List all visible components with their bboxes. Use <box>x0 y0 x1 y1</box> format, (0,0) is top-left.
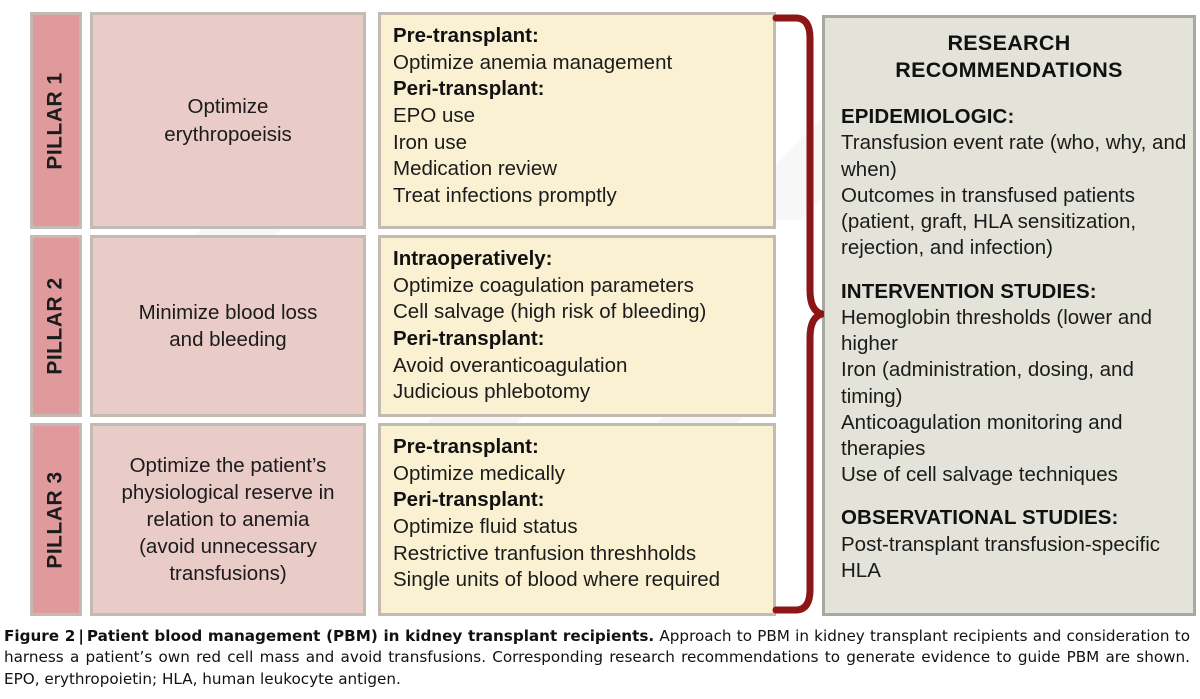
curly-brace-icon <box>772 14 824 614</box>
details-2-item-4: Avoid overanticoagulation <box>393 353 628 377</box>
pillar-tab-1-label: PILLAR 1 <box>44 71 67 170</box>
research-recommendations-panel[interactable]: RESEARCH RECOMMENDATIONS EPIDEMIOLOGIC: … <box>822 15 1196 616</box>
details-3-item-1: Optimize medically <box>393 461 566 485</box>
details-3-item-5: Single units of blood where required <box>393 568 721 592</box>
details-1-item-5: Medication review <box>393 157 558 181</box>
pillar-summary-1-text: Optimize erythropoeisis <box>164 95 292 146</box>
research-section-observational: OBSERVATIONAL STUDIES: Post-transplant t… <box>841 505 1189 584</box>
caption-label: Figure 2 | <box>4 627 87 645</box>
details-1-item-3: EPO use <box>393 103 476 127</box>
research-section-2-item-0: Post-transplant transfusion-specific HLA <box>841 532 1161 582</box>
details-1-header-0: Pre-transplant: <box>393 24 539 47</box>
research-section-1-heading: INTERVENTION STUDIES: <box>841 279 1097 303</box>
details-1-header-2: Peri-transplant: <box>393 77 545 101</box>
pillar-summary-box-2[interactable]: Minimize blood loss and bleeding <box>90 235 366 417</box>
research-section-1-item-0: Hemoglobin thresholds (lower and higher <box>841 305 1153 356</box>
details-1-item-6: Treat infections promptly <box>393 183 617 207</box>
details-2-header-0: Intraoperatively: <box>393 247 553 270</box>
details-2-item-2: Cell salvage (high risk of bleeding) <box>393 300 707 324</box>
details-2-item-5: Judicious phlebotomy <box>393 380 591 404</box>
pillar-details-box-2[interactable]: Intraoperatively: Optimize coagulation p… <box>378 235 776 417</box>
pillar-summary-box-1[interactable]: Optimize erythropoeisis <box>90 12 366 229</box>
pillar-summary-2-text: Minimize blood loss and bleeding <box>138 300 318 351</box>
pillar-tab-3[interactable]: PILLAR 3 <box>30 423 82 616</box>
research-section-intervention: INTERVENTION STUDIES: Hemoglobin thresho… <box>841 279 1189 489</box>
research-panel-title: RESEARCH RECOMMENDATIONS <box>895 31 1123 83</box>
pillar-row-3: PILLAR 3 Optimize the patient’s physiolo… <box>0 423 1200 616</box>
figure-caption: Figure 2 | Patient blood management (PBM… <box>0 626 1196 690</box>
details-2-item-1: Optimize coagulation parameters <box>393 273 694 297</box>
pillar-summary-3-text: Optimize the patient’s physiological res… <box>121 453 335 586</box>
pillar-summary-box-3[interactable]: Optimize the patient’s physiological res… <box>90 423 366 616</box>
caption-title: Patient blood management (PBM) in kidney… <box>86 627 655 645</box>
pillar-tab-3-label: PILLAR 3 <box>44 470 67 569</box>
pillar-details-box-3[interactable]: Pre-transplant: Optimize medically Peri-… <box>378 423 776 616</box>
details-3-header-0: Pre-transplant: <box>393 435 539 458</box>
details-2-header-3: Peri-transplant: <box>393 326 545 350</box>
research-section-0-item-0: Transfusion event rate (who, why, and wh… <box>841 131 1187 181</box>
pillar-details-box-1[interactable]: Pre-transplant: Optimize anemia manageme… <box>378 12 776 229</box>
figure-diagram: PILLAR 1 Optimize erythropoeisis Pre-tra… <box>0 12 1200 616</box>
details-3-header-2: Peri-transplant: <box>393 488 545 512</box>
details-3-item-4: Restrictive tranfusion threshholds <box>393 541 697 565</box>
details-1-item-1: Optimize anemia management <box>393 50 673 74</box>
caption-body: Approach to PBM in kidney transplant rec… <box>4 627 1191 688</box>
details-3-item-3: Optimize fluid status <box>393 514 578 538</box>
research-section-1-item-1: Iron (administration, dosing, and timing… <box>841 358 1134 408</box>
research-section-2-heading: OBSERVATIONAL STUDIES: <box>841 506 1119 530</box>
pillar-tab-2[interactable]: PILLAR 2 <box>30 235 82 417</box>
research-section-1-item-2: Anticoagulation monitoring and therapies <box>841 410 1123 460</box>
research-section-0-item-1: Outcomes in transfused patients (patient… <box>841 183 1137 260</box>
pillar-tab-1[interactable]: PILLAR 1 <box>30 12 82 229</box>
research-section-0-heading: EPIDEMIOLOGIC: <box>841 105 1015 129</box>
research-section-1-item-3: Use of cell salvage techniques <box>841 463 1118 487</box>
details-1-item-4: Iron use <box>393 130 468 154</box>
research-section-epidemiologic: EPIDEMIOLOGIC: Transfusion event rate (w… <box>841 104 1189 261</box>
pillar-tab-2-label: PILLAR 2 <box>44 277 67 375</box>
